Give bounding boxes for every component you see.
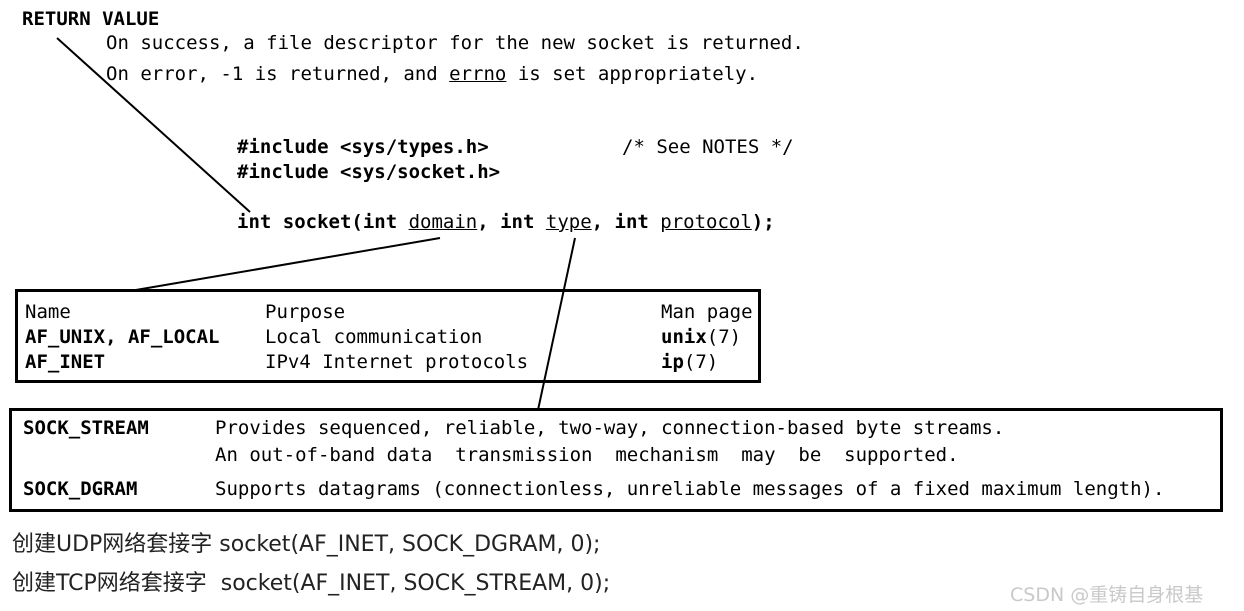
- include-socket: #include <sys/socket.h>: [237, 161, 501, 183]
- domain-header-purpose: Purpose: [265, 301, 346, 323]
- watermark: CSDN @重铸自身根基: [1010, 584, 1204, 606]
- return-error-text: On error, -1 is returned, and errno is s…: [106, 62, 758, 86]
- error-suffix: is set appropriately.: [506, 63, 759, 85]
- type-row-desc-cont: An out-of-band data transmission mechani…: [215, 444, 959, 466]
- errno-term: errno: [449, 63, 507, 85]
- arrow-return-to-socket: [56, 37, 251, 213]
- manpage-name: ip: [661, 351, 684, 373]
- note-tcp: 创建TCP网络套接字 socket(AF_INET, SOCK_STREAM, …: [12, 571, 611, 596]
- type-table: [9, 408, 1223, 512]
- param-domain: domain: [408, 211, 478, 233]
- manpage-section: (7): [706, 326, 742, 348]
- domain-header-name: Name: [25, 301, 71, 323]
- param-protocol: protocol: [660, 211, 752, 233]
- domain-table: [15, 289, 761, 383]
- domain-row-purpose: Local communication: [265, 326, 483, 348]
- sig-part: );: [751, 211, 775, 233]
- sig-part: , int: [591, 211, 661, 233]
- return-value-heading: RETURN VALUE: [22, 8, 160, 30]
- include-types: #include <sys/types.h>: [237, 136, 489, 158]
- domain-row-name: AF_INET: [25, 351, 106, 373]
- type-row-desc: Supports datagrams (connectionless, unre…: [215, 478, 1165, 500]
- type-row-name: SOCK_DGRAM: [23, 478, 138, 500]
- sig-part: , int: [477, 211, 546, 233]
- return-success-text: On success, a file descriptor for the ne…: [106, 32, 804, 54]
- domain-row-manpage: ip(7): [661, 350, 718, 374]
- include-comment: /* See NOTES */: [622, 136, 794, 158]
- arrow-domain-to-table: [129, 237, 441, 292]
- domain-header-manpage: Man page: [661, 301, 753, 323]
- domain-row-purpose: IPv4 Internet protocols: [265, 351, 529, 373]
- param-type: type: [545, 211, 592, 233]
- manpage-section: (7): [683, 351, 719, 373]
- note-udp: 创建UDP网络套接字 socket(AF_INET, SOCK_DGRAM, 0…: [12, 532, 601, 557]
- sig-part: int socket(int: [237, 211, 409, 233]
- domain-row-name: AF_UNIX, AF_LOCAL: [25, 326, 220, 348]
- manpage-name: unix: [661, 326, 707, 348]
- domain-row-manpage: unix(7): [661, 325, 741, 349]
- type-row-desc: Provides sequenced, reliable, two-way, c…: [215, 417, 1005, 439]
- type-row-name: SOCK_STREAM: [23, 417, 149, 439]
- socket-signature: int socket(int domain, int type, int pro…: [237, 210, 775, 234]
- error-prefix: On error, -1 is returned, and: [106, 63, 450, 85]
